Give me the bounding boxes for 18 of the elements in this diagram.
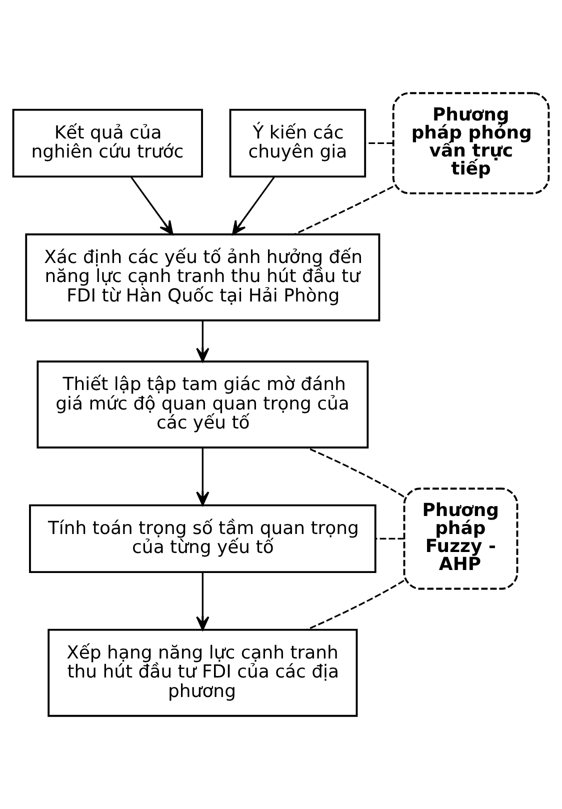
node-box: Phương pháp Fuzzy - AHP bbox=[403, 488, 518, 590]
node-box: Xác định các yếu tố ảnh hưởng đến năng lực cạnh tranh thu hút đầu tư FDI từ Hàn Quốc tại Hải Phòng bbox=[25, 233, 380, 322]
node-box: Kết quả của nghiên cứu trước bbox=[12, 108, 203, 178]
node-box: Ý kiến các chuyên gia bbox=[229, 108, 366, 178]
arrow bbox=[232, 176, 276, 236]
node-box: Xếp hạng năng lực cạnh tranh thu hút đầu tư FDI của các địa phương bbox=[48, 628, 358, 717]
connector bbox=[365, 142, 394, 144]
arrow bbox=[196, 572, 210, 631]
connector bbox=[376, 538, 404, 540]
connector bbox=[306, 580, 404, 630]
connector bbox=[294, 186, 394, 236]
arrow bbox=[196, 448, 210, 506]
node-box: Thiết lập tập tam giác mờ đánh giá mức độ quan quan trọng của các yếu tố bbox=[36, 360, 369, 448]
arrow bbox=[196, 320, 210, 362]
node-box: Tính toán trọng số tầm quan trọng của từng yếu tố bbox=[29, 504, 376, 574]
arrow bbox=[130, 176, 174, 236]
connector bbox=[306, 446, 404, 498]
node-box: Phương pháp phỏng vấn trực tiếp bbox=[392, 92, 550, 194]
